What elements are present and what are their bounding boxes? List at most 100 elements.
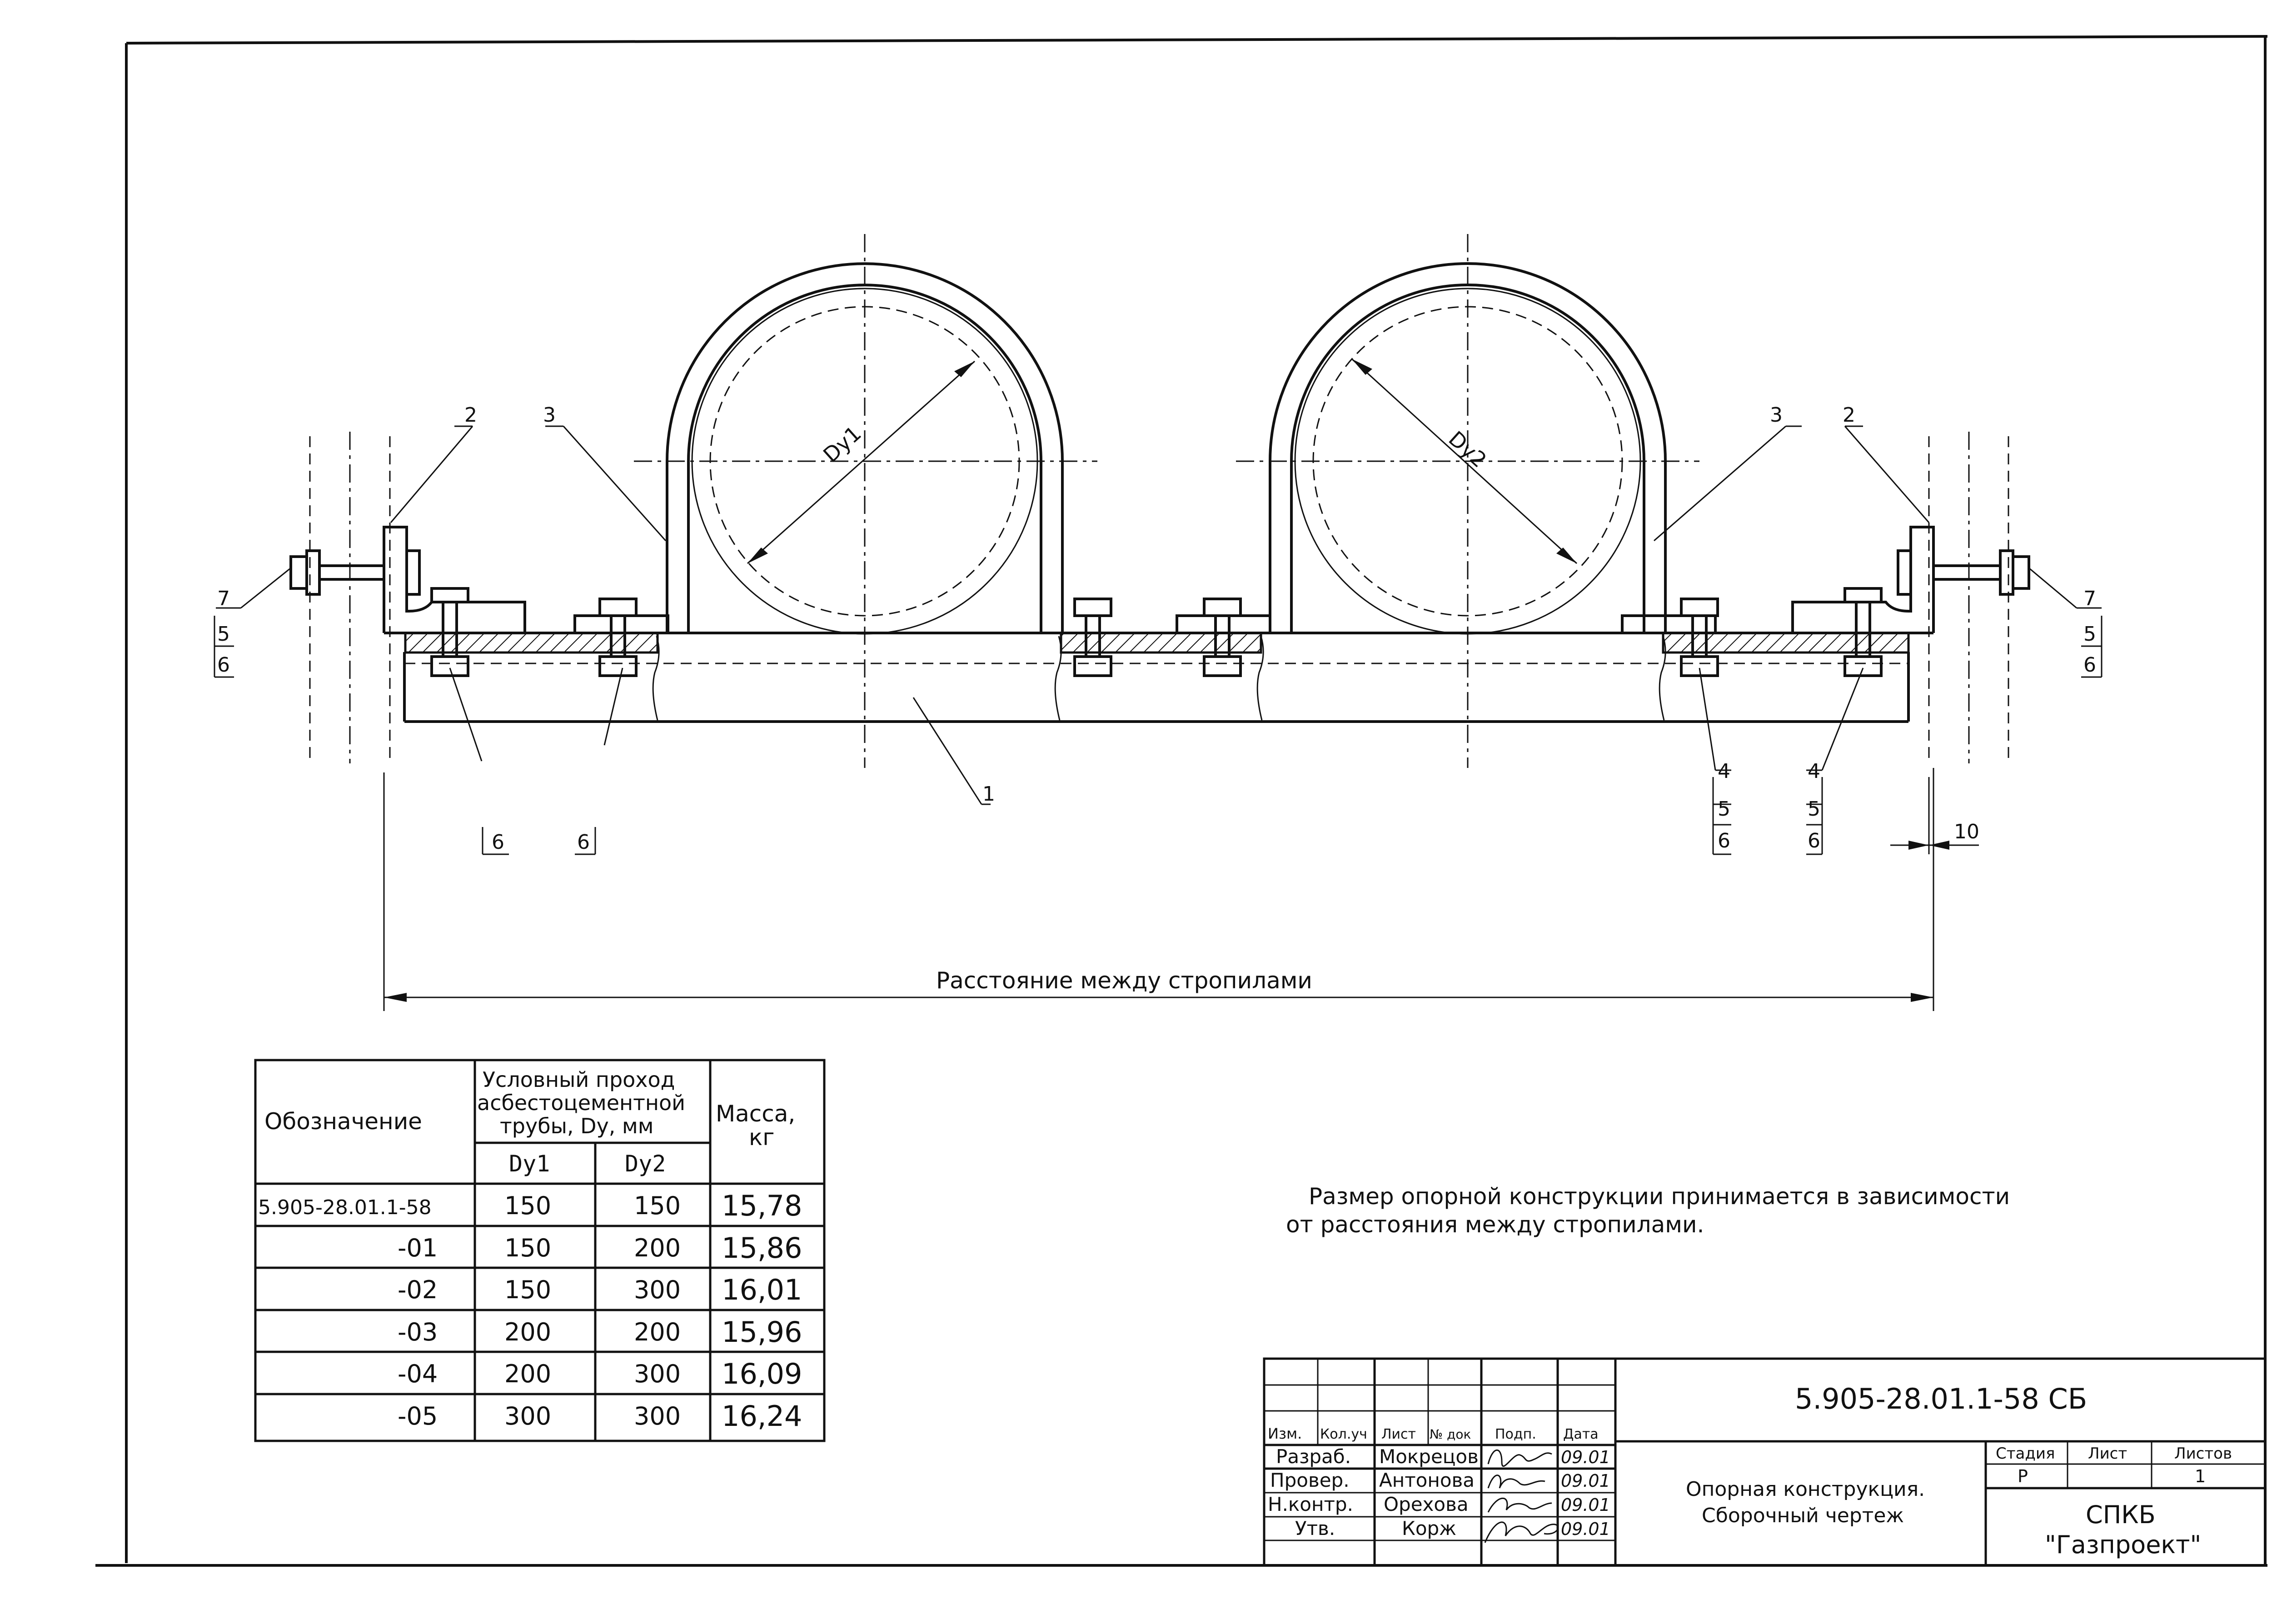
tb-date-1: 09.01 bbox=[1561, 1471, 1610, 1491]
tb-org-1: СПКБ bbox=[2086, 1500, 2156, 1529]
tb-org-2: "Газпроект" bbox=[2045, 1530, 2201, 1559]
callout-7-left: 7 bbox=[217, 587, 230, 610]
tb-h-izm: Изм. bbox=[1268, 1425, 1302, 1442]
table-header-pass-1: Условный проход bbox=[483, 1067, 675, 1092]
row-3-dy1: 200 bbox=[504, 1318, 551, 1346]
callout-3-right: 3 bbox=[1770, 404, 1783, 427]
tb-h-list: Лист bbox=[1381, 1426, 1416, 1442]
row-0-mass: 15,78 bbox=[722, 1189, 802, 1222]
tb-date-3: 09.01 bbox=[1561, 1519, 1610, 1539]
assembly-drawing bbox=[214, 234, 2103, 1011]
tb-h-sheet: Лист bbox=[2088, 1445, 2127, 1463]
tb-sheets: 1 bbox=[2195, 1466, 2206, 1486]
callout-2-left: 2 bbox=[464, 404, 477, 427]
bolt-v-5 bbox=[1680, 598, 1719, 677]
row-5-dy2: 300 bbox=[634, 1402, 681, 1430]
row-3-designation: -03 bbox=[398, 1318, 438, 1346]
callout-6-left: 6 bbox=[217, 653, 230, 677]
bolt-v-3 bbox=[1073, 598, 1112, 677]
callout-7-right: 7 bbox=[2083, 587, 2096, 610]
row-5-dy1: 300 bbox=[504, 1402, 551, 1430]
tb-name-1: Антонова bbox=[1379, 1469, 1475, 1491]
tb-role-1: Провер. bbox=[1270, 1469, 1350, 1491]
callout-4-r1: 4 bbox=[1718, 760, 1730, 783]
callout-6-bottom-2: 6 bbox=[577, 831, 590, 854]
leader-lines bbox=[214, 425, 2103, 855]
callout-6-right: 6 bbox=[2083, 653, 2096, 677]
row-2-dy2: 300 bbox=[634, 1275, 681, 1304]
row-3-dy2: 200 bbox=[634, 1318, 681, 1346]
tb-title-2: Сборочный чертеж bbox=[1702, 1504, 1904, 1527]
table-header-pass-2: асбестоцементной bbox=[477, 1091, 685, 1115]
callout-2-right: 2 bbox=[1843, 404, 1855, 427]
callout-5-r2: 5 bbox=[1808, 797, 1820, 821]
note-line-2: от расстояния между стропилами. bbox=[1286, 1211, 1704, 1238]
tb-name-2: Орехова bbox=[1384, 1493, 1469, 1515]
row-1-mass: 15,86 bbox=[722, 1231, 802, 1265]
signatures bbox=[1484, 1449, 1559, 1543]
row-4-mass: 16,09 bbox=[722, 1357, 802, 1390]
callout-4-r2: 4 bbox=[1808, 760, 1820, 783]
tb-role-3: Утв. bbox=[1295, 1517, 1335, 1539]
dimension-10: 10 bbox=[1954, 820, 1979, 843]
tb-h-koluch: Кол.уч bbox=[1320, 1426, 1367, 1442]
callout-6-bottom-1: 6 bbox=[492, 831, 504, 854]
row-0-designation: 5.905-28.01.1-58 bbox=[258, 1196, 432, 1219]
tb-role-0: Разраб. bbox=[1276, 1445, 1351, 1468]
tb-h-ndok: № док bbox=[1430, 1427, 1471, 1442]
table-header-mass-1: Масса, bbox=[716, 1101, 795, 1127]
rafter-left bbox=[309, 432, 391, 763]
bolt-v-1 bbox=[430, 587, 469, 677]
base-channel bbox=[403, 636, 1910, 723]
tb-title-1: Опорная конструкция. bbox=[1686, 1478, 1925, 1501]
row-1-designation: -01 bbox=[398, 1234, 438, 1262]
callout-5-left: 5 bbox=[217, 623, 230, 646]
clamp-right bbox=[1236, 234, 1699, 768]
table-header-pass-3: трубы, Dу, мм bbox=[500, 1114, 653, 1138]
sheet-frame bbox=[95, 35, 2268, 1567]
row-1-dy2: 200 bbox=[634, 1234, 681, 1262]
row-4-designation: -04 bbox=[398, 1360, 438, 1388]
hatched-plates bbox=[404, 632, 1910, 654]
row-2-dy1: 150 bbox=[504, 1275, 551, 1304]
bolt-horizontal-left bbox=[289, 549, 421, 596]
tb-h-data: Дата bbox=[1563, 1426, 1599, 1442]
table-header-dy2: Dу2 bbox=[625, 1151, 666, 1177]
table-header-designation: Обозначение bbox=[264, 1108, 422, 1135]
row-2-mass: 16,01 bbox=[722, 1273, 802, 1306]
clamp-left bbox=[634, 234, 1097, 768]
bolt-v-4 bbox=[1203, 598, 1242, 677]
tb-date-2: 09.01 bbox=[1561, 1495, 1610, 1515]
spec-table: Обозначение Условный проход асбестоцемен… bbox=[254, 1059, 826, 1442]
callout-1: 1 bbox=[982, 782, 995, 806]
row-0-dy1: 150 bbox=[504, 1191, 551, 1220]
general-note: Размер опорной конструкции принимается в… bbox=[1286, 1183, 2010, 1238]
table-header-mass-2: кг bbox=[749, 1124, 774, 1151]
callout-3-left: 3 bbox=[543, 404, 556, 427]
bolts bbox=[289, 549, 2030, 677]
row-5-mass: 16,24 bbox=[722, 1400, 802, 1433]
row-2-designation: -02 bbox=[398, 1275, 438, 1304]
callout-5-r1: 5 bbox=[1718, 797, 1730, 821]
callout-6-r1: 6 bbox=[1718, 829, 1730, 852]
note-line-1: Размер опорной конструкции принимается в… bbox=[1309, 1183, 2010, 1210]
row-1-dy1: 150 bbox=[504, 1234, 551, 1262]
row-4-dy1: 200 bbox=[504, 1360, 551, 1388]
rafter-right bbox=[1928, 432, 2009, 763]
tb-h-stage: Стадия bbox=[1996, 1445, 2055, 1463]
bolt-v-2 bbox=[598, 598, 638, 677]
span-dimension-label: Расстояние между стропилами bbox=[936, 967, 1312, 994]
table-header-dy1: Dу1 bbox=[509, 1151, 550, 1177]
tb-doc-code: 5.905-28.01.1-58 СБ bbox=[1795, 1382, 2087, 1415]
bolt-horizontal-right bbox=[1897, 549, 2030, 596]
row-4-dy2: 300 bbox=[634, 1360, 681, 1388]
tb-stage: Р bbox=[2018, 1466, 2028, 1486]
dy1-label: Dу1 bbox=[818, 421, 866, 468]
bolt-v-6 bbox=[1844, 587, 1883, 677]
span-dimension bbox=[383, 768, 1979, 1011]
tb-date-0: 09.01 bbox=[1561, 1447, 1610, 1467]
tb-h-podp: Подп. bbox=[1495, 1426, 1536, 1442]
callout-5-right: 5 bbox=[2083, 623, 2096, 646]
tb-name-3: Корж bbox=[1402, 1517, 1456, 1539]
tb-h-sheets: Листов bbox=[2174, 1445, 2232, 1463]
